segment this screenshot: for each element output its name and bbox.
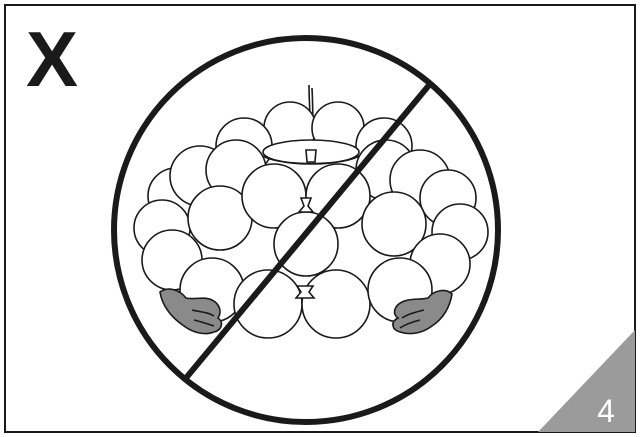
lamp-cable-clip [306,150,316,162]
step-number: 4 [597,393,615,429]
lamp-sphere [274,212,338,276]
lamp-sphere [302,270,370,338]
warning-x-mark: X [26,15,78,103]
